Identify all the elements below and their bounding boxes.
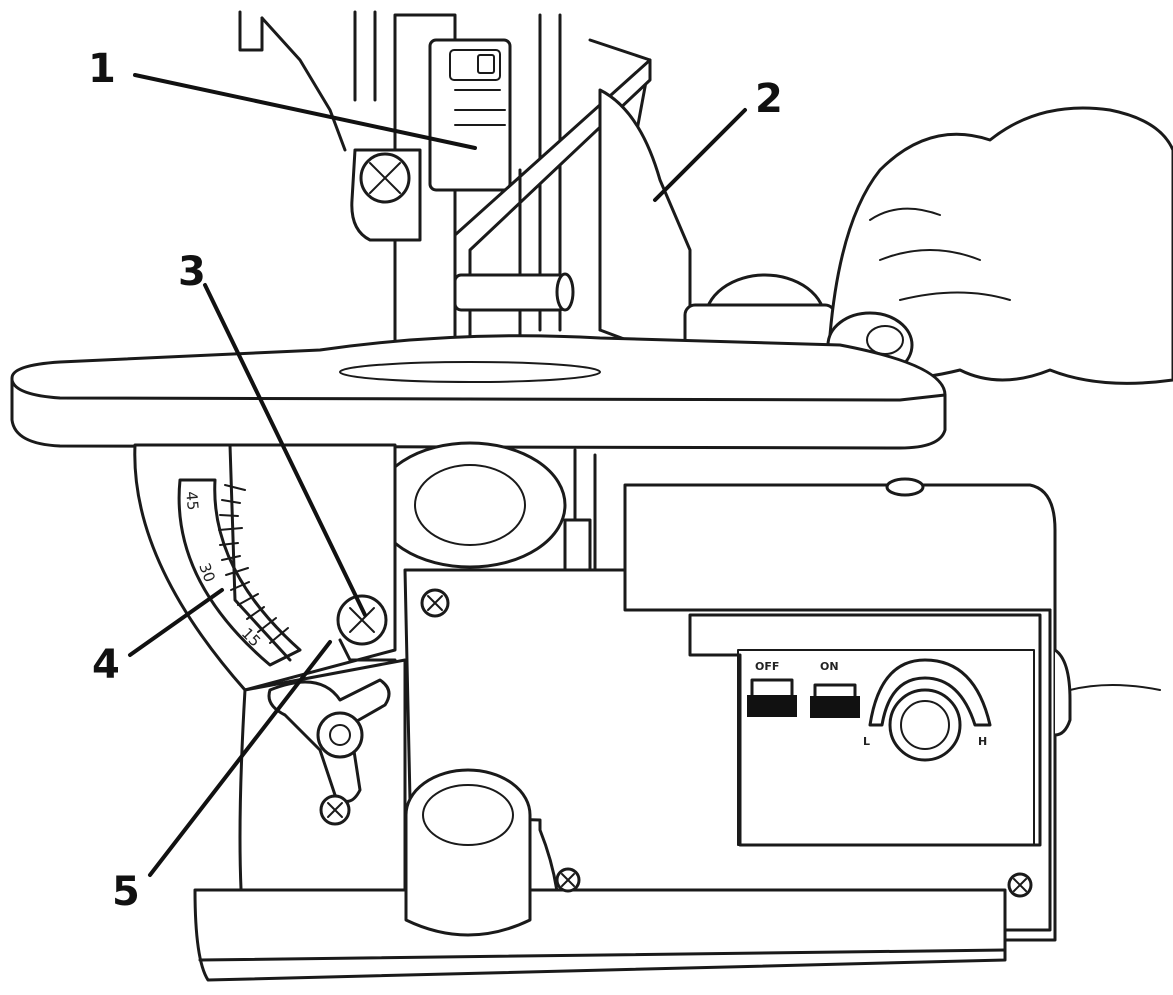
lower-drive bbox=[373, 441, 597, 577]
callout-2: 2 bbox=[755, 76, 783, 122]
callout-4: 4 bbox=[92, 642, 120, 688]
bevel-lock-screw bbox=[336, 594, 397, 662]
leader-5 bbox=[148, 640, 332, 877]
work-table bbox=[10, 334, 947, 450]
blade-guard bbox=[453, 58, 652, 377]
hand-illustration bbox=[826, 106, 1173, 385]
speed-low-label: L bbox=[863, 735, 870, 748]
callout-leaders bbox=[128, 73, 747, 877]
leader-2 bbox=[653, 108, 747, 202]
off-label: OFF bbox=[755, 660, 779, 673]
scale-label-30: 30 bbox=[195, 561, 218, 585]
speed-high-label: H bbox=[978, 735, 987, 748]
on-label: ON bbox=[820, 660, 839, 673]
upper-arm bbox=[238, 10, 652, 347]
dust-port bbox=[404, 768, 532, 937]
leader-1 bbox=[133, 73, 477, 150]
leader-3 bbox=[203, 283, 367, 617]
hold-down-foot bbox=[598, 88, 837, 367]
bevel-scale-bracket: 45 30 15 bbox=[133, 443, 397, 692]
blade-clamp-screw bbox=[350, 148, 422, 242]
on-switch-base bbox=[810, 696, 860, 718]
callout-3: 3 bbox=[178, 249, 206, 295]
scale-label-45: 45 bbox=[182, 491, 202, 512]
callout-1: 1 bbox=[88, 46, 116, 92]
callout-5: 5 bbox=[112, 869, 140, 915]
control-panel: OFF ON L H bbox=[688, 613, 1042, 847]
callout-numbers: 1 2 3 4 5 bbox=[88, 46, 783, 915]
off-switch-base bbox=[747, 695, 797, 717]
bevel-wing-knob bbox=[267, 678, 391, 826]
leader-4 bbox=[128, 588, 224, 657]
